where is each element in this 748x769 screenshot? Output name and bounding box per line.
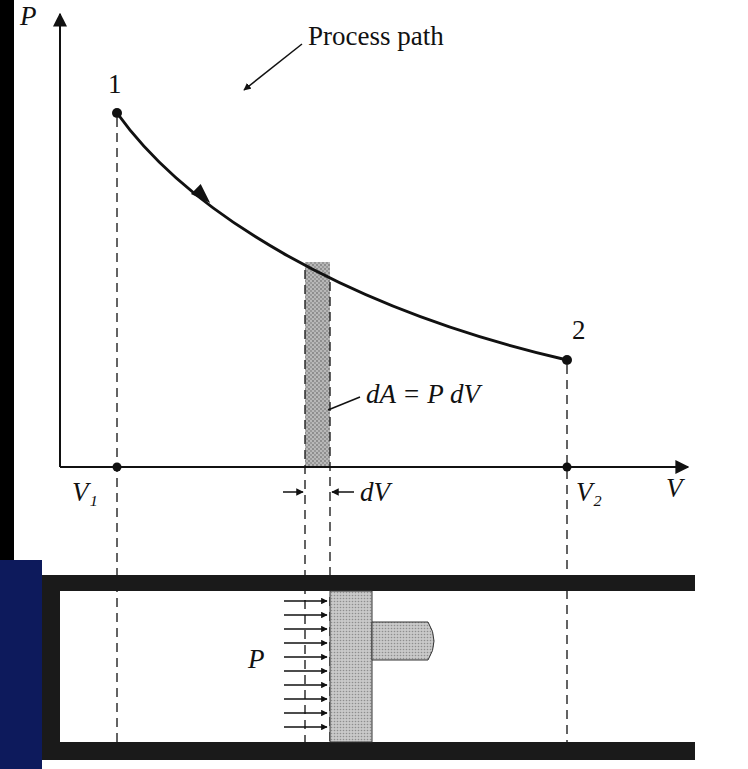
- pressure-arrow: [284, 642, 327, 643]
- piston-rod: [372, 622, 434, 660]
- pressure-arrow: [284, 656, 327, 657]
- piston: [330, 591, 372, 742]
- leader-line: [244, 44, 302, 90]
- axis-point: [113, 463, 122, 472]
- path-arrow: [191, 184, 215, 208]
- state-number: 1: [106, 70, 124, 100]
- volume-label: V₂: [574, 478, 604, 508]
- pressure-arrow: [284, 712, 327, 713]
- leader-line: [328, 397, 360, 410]
- process-path: [117, 113, 567, 360]
- dimension-label: dV: [358, 478, 392, 508]
- dimension-arrow: [283, 491, 303, 493]
- cylinder: [42, 575, 695, 760]
- pressure-arrow: [284, 670, 327, 671]
- state-point: [112, 108, 122, 118]
- area-label: dA = P dV: [364, 380, 482, 410]
- pressure-arrow: [284, 614, 327, 615]
- pressure-arrow: [284, 684, 327, 685]
- axis-label: V: [664, 474, 685, 504]
- pressure-arrow: [284, 600, 327, 601]
- callout-label: Process path: [306, 22, 446, 52]
- area-strip: [305, 262, 330, 467]
- p-axis: [59, 14, 61, 467]
- pressure-arrows: [284, 601, 327, 727]
- state-number: 2: [570, 316, 588, 346]
- pressure-arrow: [284, 628, 327, 629]
- dashed-guides: [117, 118, 567, 760]
- pressure-label: P: [246, 645, 267, 675]
- v-axis: [60, 466, 688, 468]
- axis-point: [563, 463, 572, 472]
- state-point: [562, 355, 572, 365]
- page-ground: [14, 0, 748, 769]
- pressure-arrow: [284, 726, 327, 727]
- volume-label: V₁: [70, 478, 100, 508]
- axis-label: P: [18, 2, 39, 32]
- dimension-arrow: [332, 491, 354, 493]
- slide-edge: [14, 560, 42, 769]
- pressure-arrow: [284, 698, 327, 699]
